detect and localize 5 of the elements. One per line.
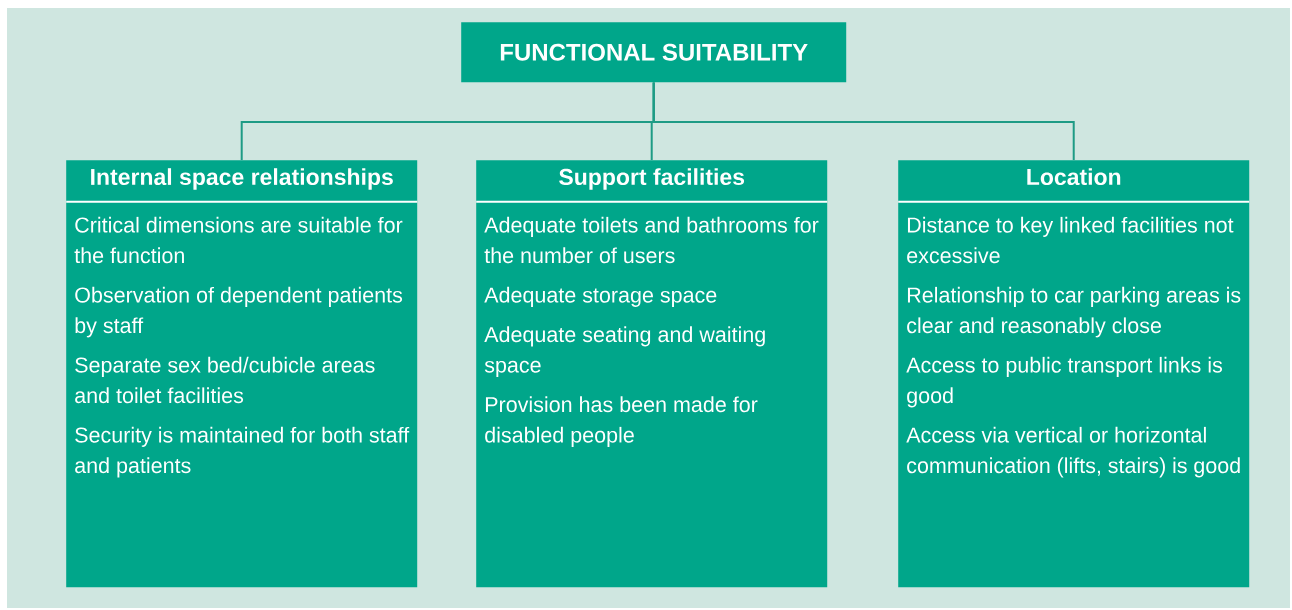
category-box: Location Distance to key linked facilities not excessive Relationship to car parking areas is clear and reasonably close Access to public transport links is good Access via vertical or horizontal communication (lifts, stairs) is good <box>897 160 1251 588</box>
category-box: Internal space relationships Critical dimensions are suitable for the function Observation of dependent patients by staff Separate sex bed/cubicle areas and toilet facilities Security is maintained for both staff and patients <box>65 160 419 588</box>
category-box: Support facilities Adequate toilets and bathrooms for the number of users Adequate storage space Adequate seating and waiting space Provision has been made for disabled people <box>475 160 829 588</box>
title-box: FUNCTIONAL SUITABILITY <box>461 22 847 83</box>
connector-line <box>652 81 1075 161</box>
